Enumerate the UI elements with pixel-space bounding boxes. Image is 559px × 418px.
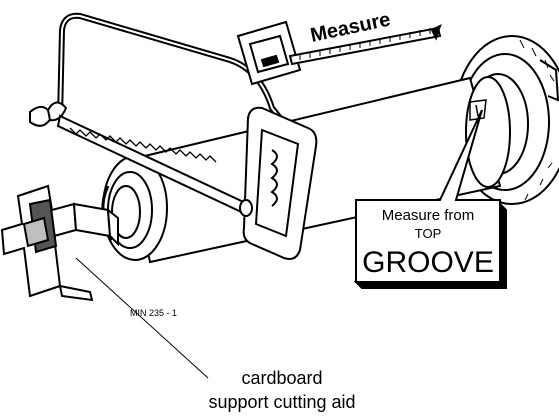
cardboard-label: cardboard <box>241 368 322 388</box>
top-label: TOP <box>415 226 442 241</box>
groove-label: GROOVE <box>362 246 494 279</box>
top-groove-mark <box>469 99 487 121</box>
measure-from-label: Measure from <box>382 207 475 224</box>
tape-measure <box>236 20 442 86</box>
support-cutting-aid-label: support cutting aid <box>208 392 355 412</box>
groove-callout <box>353 109 507 289</box>
part-number-label: MIN 235 - 1 <box>130 308 177 318</box>
hacksaw <box>29 12 318 260</box>
cardboard-support <box>0 184 119 302</box>
cardboard-leader-line <box>75 257 209 379</box>
